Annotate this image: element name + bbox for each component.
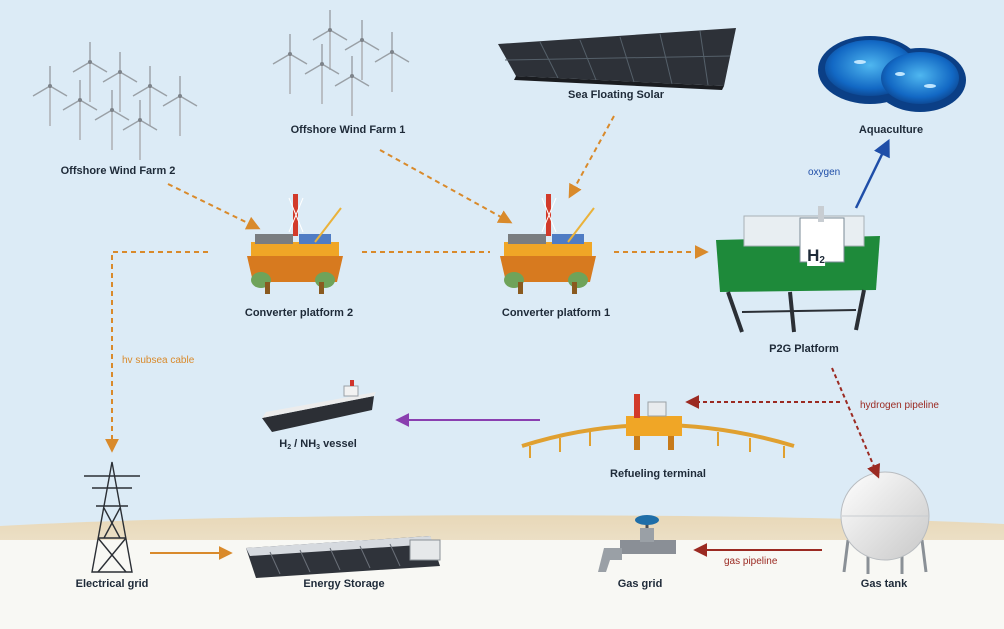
- refueling-terminal-label: Refueling terminal: [610, 468, 706, 480]
- aquaculture-label: Aquaculture: [858, 124, 924, 136]
- wind-turbine-icon: [32, 41, 198, 161]
- vessel-label-h: H: [279, 438, 288, 450]
- h2-badge-subscript: 2: [819, 255, 825, 266]
- energy-storage-label: Energy Storage: [303, 578, 385, 590]
- vessel-label-vessel: vessel: [320, 438, 357, 450]
- vessel-label-h-sub: 2: [287, 444, 292, 451]
- h2-badge: H2: [807, 246, 825, 266]
- hydrogen-platform-icon: [716, 206, 880, 333]
- transmission-tower-icon: [84, 461, 140, 573]
- tanker-ship-icon: [262, 380, 376, 432]
- wind-farm-2-label: Offshore Wind Farm 2: [60, 165, 176, 177]
- h2-badge-letter: H: [807, 246, 820, 265]
- ground: [0, 540, 1004, 629]
- electrical-grid-label: Electrical grid: [75, 578, 149, 590]
- wind-farm-1-label: Offshore Wind Farm 1: [290, 124, 406, 136]
- power-flow-arrows: [105, 115, 709, 453]
- gas-tank-label: Gas tank: [860, 578, 908, 590]
- floating-solar-panel-icon: [498, 28, 736, 90]
- valve-tap-icon: [598, 515, 676, 572]
- vessel-label-nh-sub: 3: [316, 444, 321, 451]
- solar-to-conv1-arrow: [568, 115, 615, 199]
- oxygen-arrow: [854, 138, 890, 209]
- hv-cable-arrow: [105, 251, 208, 453]
- offshore-platform-icon: [499, 193, 597, 295]
- converter-platform-2-label: Converter platform 2: [244, 307, 354, 319]
- battery-container-icon: [246, 536, 441, 578]
- converter-platform-1-label: Converter platform 1: [501, 307, 611, 319]
- wind-turbine-icon: [272, 9, 410, 117]
- hydrogen-flow-arrows: [685, 367, 881, 479]
- refueling-pier-icon: [521, 394, 795, 458]
- wind1-to-conv1-arrow: [379, 149, 513, 224]
- oxygen-connector-label: oxygen: [808, 167, 841, 178]
- p2g-platform-label: P2G Platform: [769, 343, 839, 355]
- hydrogen-pipeline-connector-label: hydrogen pipeline: [860, 400, 939, 411]
- vessel-label: H2 / NH3 vessel: [279, 438, 357, 451]
- gas-pipeline-connector-label: gas pipeline: [724, 556, 778, 567]
- hydrogen-pipeline-arrow: [831, 367, 881, 479]
- vessel-label-nh: / NH: [291, 438, 317, 450]
- offshore-platform-icon: [246, 193, 344, 295]
- spherical-tank-icon: [840, 471, 930, 574]
- fish-pond-icon: [818, 36, 966, 112]
- gas-grid-label: Gas grid: [617, 578, 663, 590]
- wind2-to-conv2-arrow: [167, 183, 261, 230]
- solar-label: Sea Floating Solar: [568, 89, 664, 101]
- hv-cable-connector-label: hv subsea cable: [122, 355, 195, 366]
